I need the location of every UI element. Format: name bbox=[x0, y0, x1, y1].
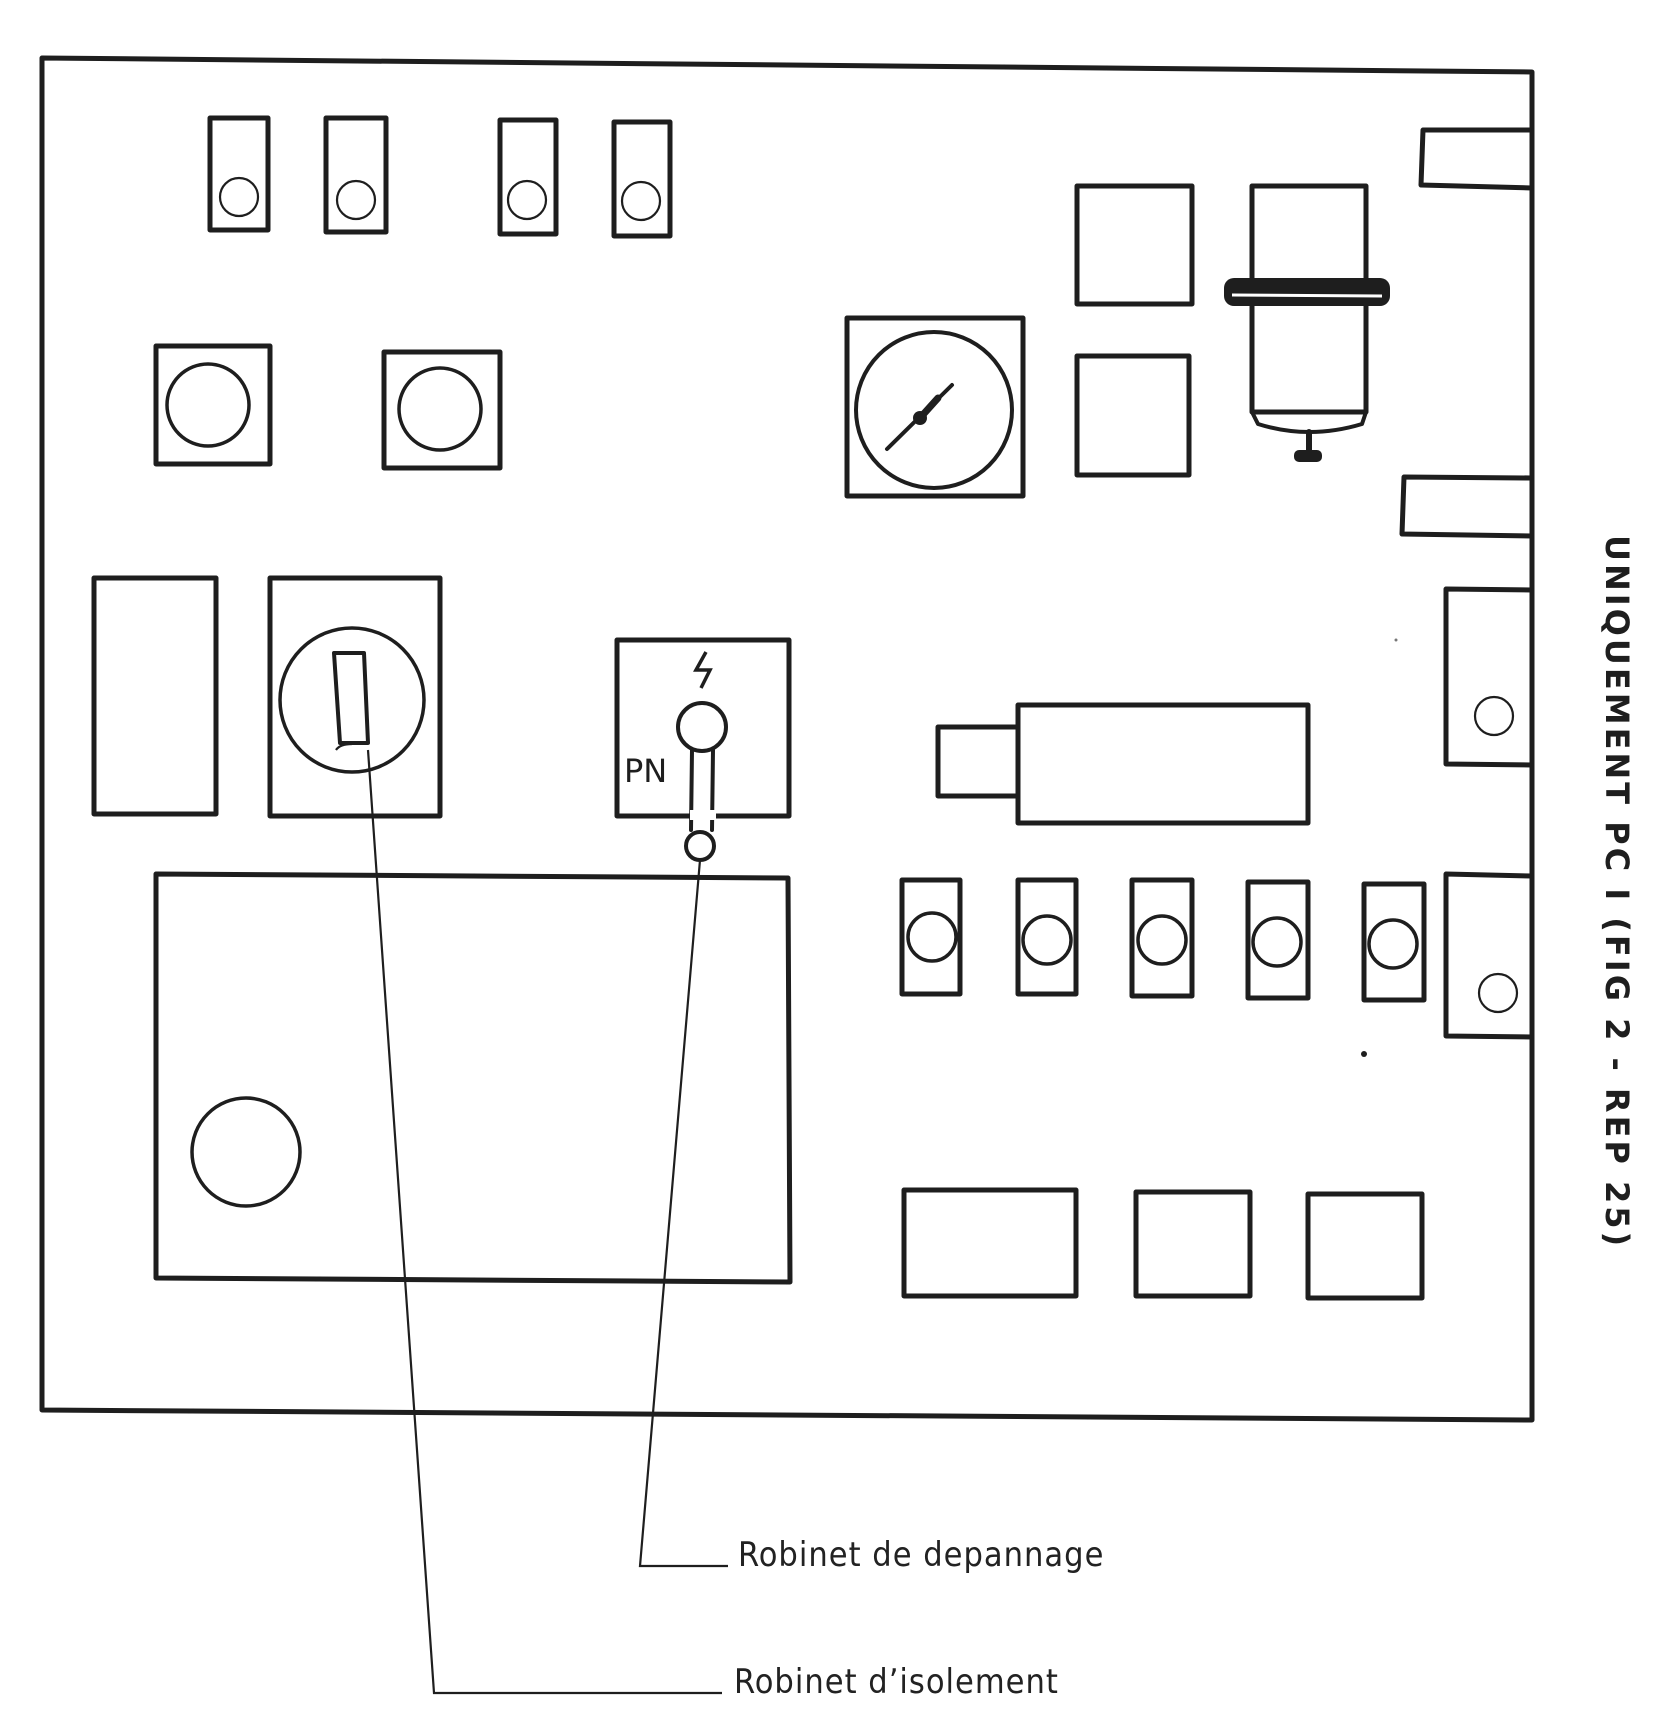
side-note-text: UNIQUEMENT PC I (FIG 2 - REP 25) bbox=[1598, 535, 1636, 1250]
indicator-lamp-row-top bbox=[207, 115, 673, 239]
indicator-lamp[interactable] bbox=[207, 115, 271, 233]
edge-tab bbox=[1418, 127, 1535, 191]
push-button[interactable] bbox=[381, 349, 503, 471]
callout-isolation-valve: Robinet d’isolement bbox=[734, 1662, 1059, 1702]
switch-pn-label: PN bbox=[624, 752, 667, 790]
module-block bbox=[1074, 183, 1195, 307]
indicator-lamp-row-bottom bbox=[899, 877, 1427, 1003]
repair-valve-switch[interactable]: PN bbox=[614, 637, 792, 862]
panel-outline bbox=[39, 55, 1535, 1423]
indicator-lamp[interactable] bbox=[1245, 879, 1311, 1001]
indicator-lamp[interactable] bbox=[1015, 877, 1079, 997]
indicator-lamp[interactable] bbox=[1361, 881, 1427, 1003]
lower-control-block bbox=[153, 871, 793, 1285]
pressure-gauge bbox=[844, 315, 1026, 499]
blank-block bbox=[1305, 1191, 1425, 1301]
lightning-icon bbox=[693, 651, 713, 689]
edge-tab bbox=[1399, 474, 1535, 539]
indicator-lamp[interactable] bbox=[1129, 877, 1195, 999]
indicator-lamp[interactable] bbox=[323, 115, 389, 235]
indicator-lamp[interactable] bbox=[611, 119, 673, 239]
module-block bbox=[1074, 353, 1192, 478]
leader-line-isolation-valve bbox=[366, 749, 722, 1695]
callout-repair-valve: Robinet de depannage bbox=[738, 1535, 1104, 1575]
push-button[interactable] bbox=[153, 343, 273, 467]
blank-block bbox=[91, 575, 219, 817]
isolation-valve[interactable] bbox=[267, 575, 443, 819]
indicator-lamp[interactable] bbox=[899, 877, 963, 997]
blank-block bbox=[1133, 1189, 1253, 1299]
leader-line-repair-valve bbox=[638, 859, 728, 1568]
actuator-cylinder bbox=[935, 702, 1311, 826]
air-filter-bowl bbox=[1224, 183, 1390, 462]
edge-lamp-housing bbox=[1443, 871, 1535, 1040]
round-knob[interactable] bbox=[190, 1096, 302, 1208]
blank-block bbox=[901, 1187, 1079, 1299]
indicator-lamp[interactable] bbox=[497, 117, 559, 237]
edge-lamp-housing bbox=[1443, 586, 1535, 768]
